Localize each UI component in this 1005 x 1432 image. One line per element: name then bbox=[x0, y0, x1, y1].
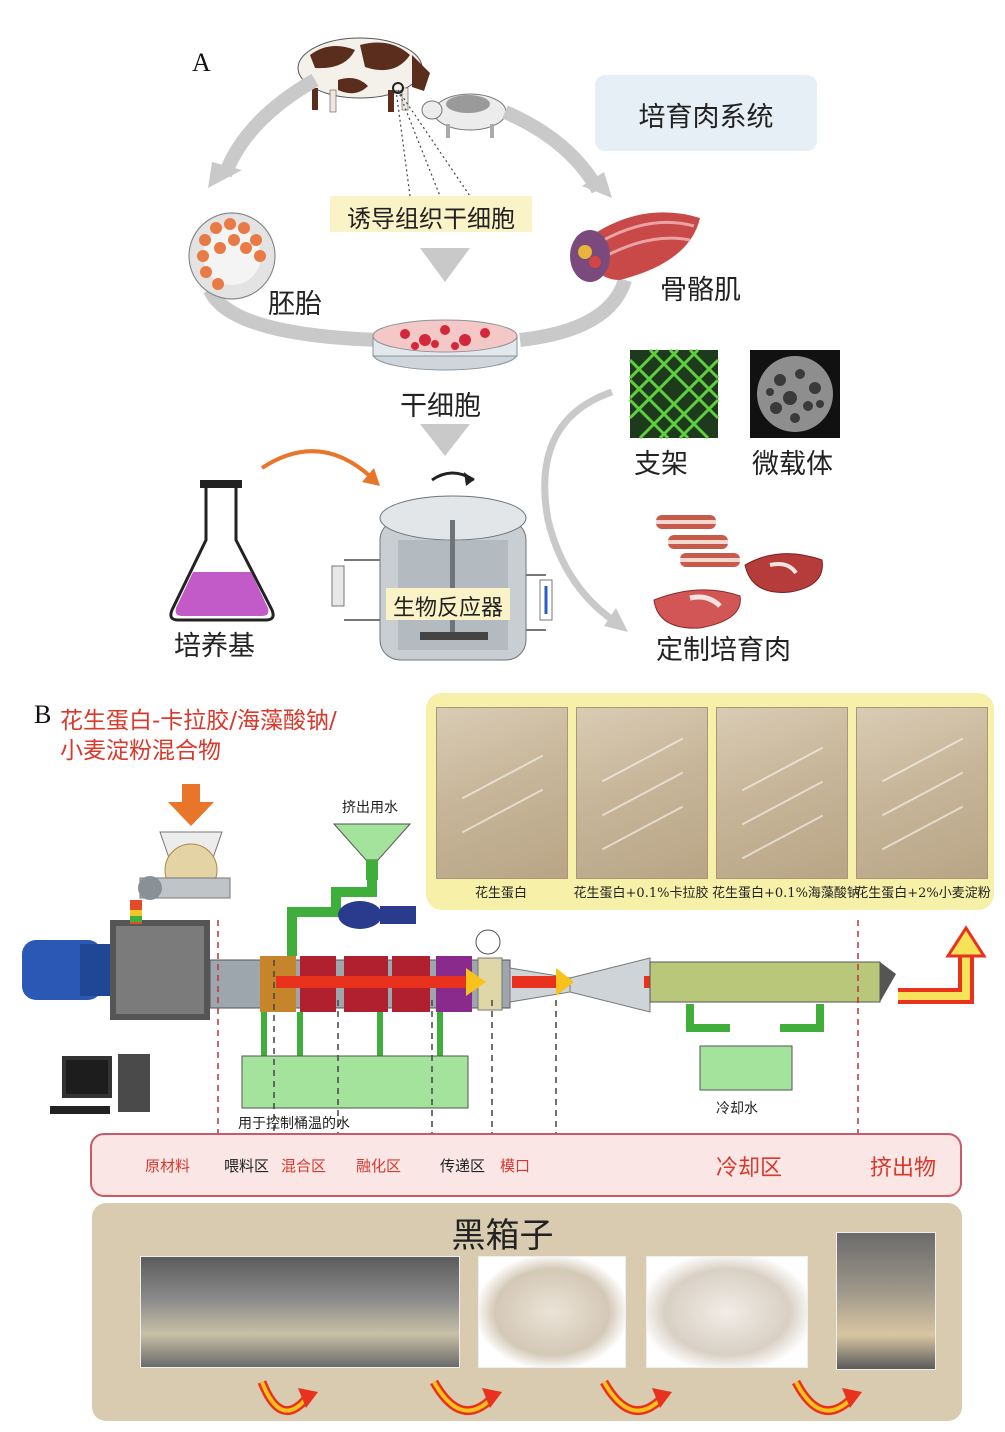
microcarrier-label: 微载体 bbox=[752, 449, 833, 480]
cultured-meat-system-box: 培育肉系统 bbox=[595, 75, 817, 151]
custom-meat-label: 定制培育肉 bbox=[656, 635, 791, 666]
zone-mixing: 混合区 bbox=[281, 1157, 327, 1175]
cultured-meat-icon bbox=[653, 515, 823, 629]
water-funnel-icon bbox=[287, 823, 416, 956]
photo-caption: 花生蛋白+0.1%卡拉胶 bbox=[573, 886, 709, 901]
zone-transfer: 传递区 bbox=[440, 1157, 486, 1175]
zone-cooling: 冷却区 bbox=[716, 1156, 783, 1181]
zone-die: 模口 bbox=[500, 1157, 531, 1175]
embryo-label: 胚胎 bbox=[268, 289, 322, 320]
photo-wheat-starch bbox=[856, 707, 988, 879]
dough-photo-2 bbox=[646, 1256, 808, 1368]
bioreactor-icon bbox=[331, 471, 553, 661]
bioreactor-box: 生物反应器 bbox=[386, 588, 510, 621]
cooling-water-label: 冷却水 bbox=[716, 1101, 758, 1117]
panel-a-graphics bbox=[169, 37, 840, 661]
embryo-icon bbox=[188, 212, 276, 300]
scaffold-icon bbox=[628, 348, 720, 440]
scaffold-arrow-head bbox=[604, 608, 628, 632]
skeletal-muscle-label: 骨骼肌 bbox=[660, 275, 741, 306]
medium-arrow bbox=[260, 449, 374, 480]
muscle-icon bbox=[570, 212, 700, 282]
extruder-barrel bbox=[209, 929, 651, 1013]
flow-arrows-a bbox=[203, 73, 632, 347]
motor-icon bbox=[22, 900, 210, 1020]
dough-photo-1 bbox=[478, 1256, 626, 1368]
flask-icon bbox=[169, 480, 275, 622]
mixture-label: 花生蛋白-卡拉胶/海藻酸钠/ 小麦淀粉混合物 bbox=[60, 706, 337, 766]
zone-dividers-inner bbox=[273, 960, 557, 1140]
photo-carrageenan bbox=[576, 707, 708, 879]
process-zone-bar bbox=[90, 1133, 962, 1197]
mixture-line-1: 花生蛋白-卡拉胶/海藻酸钠/ bbox=[60, 708, 337, 734]
black-box-arrows bbox=[257, 1379, 862, 1416]
induced-stem-cells-box: 诱导组织干细胞 bbox=[330, 196, 532, 233]
petri-dish-icon bbox=[372, 319, 518, 371]
feed-arrow bbox=[168, 784, 214, 826]
induced-stem-cells-label: 诱导组织干细胞 bbox=[347, 205, 515, 233]
extrudate-photo bbox=[836, 1232, 936, 1370]
exit-arrow bbox=[898, 925, 987, 1004]
photo-caption: 花生蛋白+2%小麦淀粉 bbox=[855, 886, 991, 901]
screw-photo bbox=[140, 1256, 460, 1368]
barrel-water-label: 用于控制桶温的水 bbox=[238, 1116, 350, 1132]
zone-raw: 原材料 bbox=[145, 1157, 191, 1175]
zone-feed: 喂料区 bbox=[224, 1157, 270, 1175]
medium-arrow-head bbox=[362, 468, 380, 486]
cow-icon bbox=[297, 37, 430, 113]
sampling-lines bbox=[395, 89, 471, 197]
scaffold-arrow bbox=[541, 388, 622, 628]
zone-extrudate: 挤出物 bbox=[870, 1156, 937, 1181]
microcarrier-icon bbox=[750, 350, 840, 438]
photo-caption: 花生蛋白 bbox=[474, 886, 527, 901]
panel-b-letter: B bbox=[34, 700, 52, 729]
photo-caption: 花生蛋白+0.1%海藻酸钠 bbox=[712, 886, 860, 901]
bioreactor-label: 生物反应器 bbox=[392, 596, 503, 621]
hopper-icon bbox=[138, 831, 231, 900]
stem-cells-label: 干细胞 bbox=[400, 391, 481, 422]
pig-icon bbox=[421, 93, 507, 138]
photo-peanut-protein bbox=[436, 707, 568, 879]
zone-dividers bbox=[217, 920, 859, 1140]
barrel-water-tank bbox=[241, 1012, 469, 1109]
extrusion-water-label: 挤出用水 bbox=[342, 800, 398, 816]
scaffold-label: 支架 bbox=[634, 449, 688, 480]
extruder-diagram bbox=[22, 784, 987, 1140]
panel-a-letter: A bbox=[192, 48, 211, 77]
arrow-heads-a bbox=[208, 162, 612, 456]
mixture-line-2: 小麦淀粉混合物 bbox=[60, 738, 221, 764]
cooling-die bbox=[649, 961, 896, 1091]
medium-label: 培养基 bbox=[174, 631, 255, 662]
photo-alginate bbox=[716, 707, 848, 879]
computer-icon bbox=[50, 1054, 150, 1114]
black-box-title: 黑箱子 bbox=[451, 1216, 554, 1256]
system-title: 培育肉系统 bbox=[638, 102, 774, 133]
texture-photo-strip: 花生蛋白 花生蛋白+0.1%卡拉胶 花生蛋白+0.1%海藻酸钠 花生蛋白+2%小… bbox=[426, 693, 994, 910]
zone-melting: 融化区 bbox=[356, 1157, 402, 1175]
